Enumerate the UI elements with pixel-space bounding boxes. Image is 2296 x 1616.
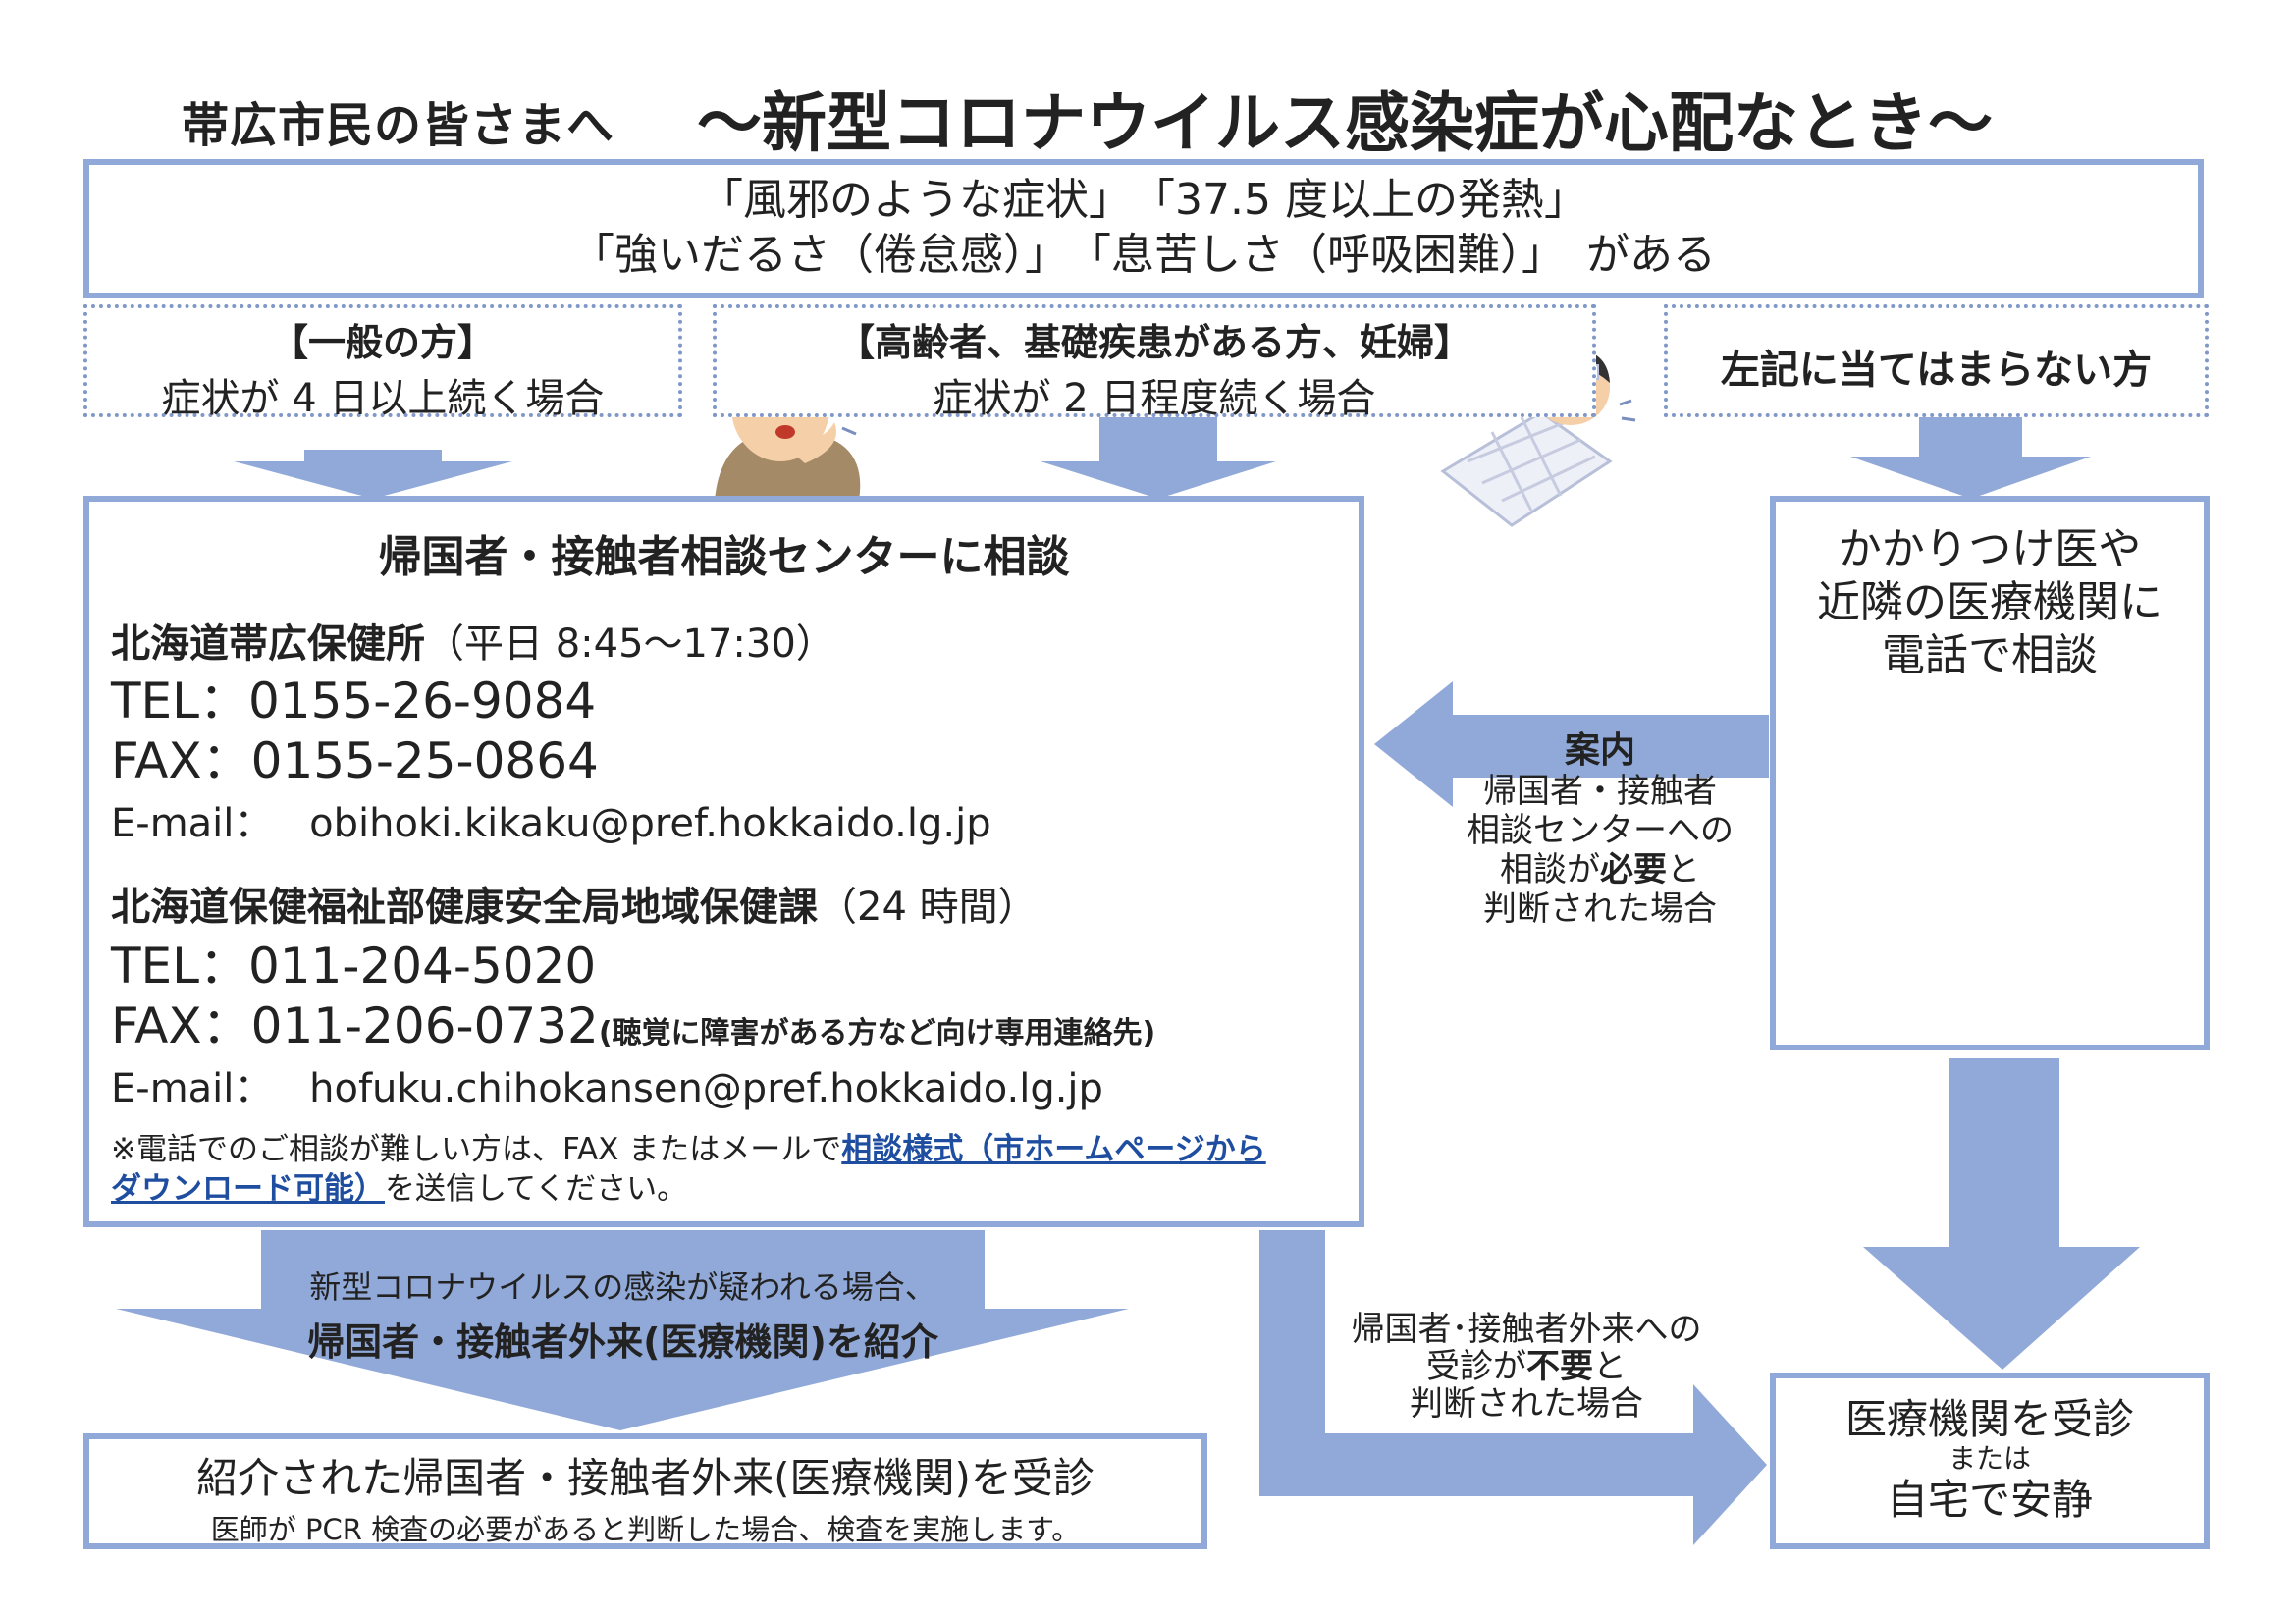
final-line-2: または <box>1948 1442 2031 1475</box>
guide-line-3-post: と <box>1667 850 1700 889</box>
referral-line-1: 新型コロナウイルスの感染が疑われる場合、 <box>309 1268 936 1306</box>
form-link-2[interactable]: ダウンロード可能） <box>111 1171 385 1207</box>
office2-hours: （24 時間） <box>818 885 1038 930</box>
form-link-1[interactable]: 相談様式（市ホームページから <box>841 1132 1266 1167</box>
note-suffix: を送信してください。 <box>385 1171 688 1207</box>
category-other: 左記に当てはまらない方 <box>1664 304 2209 417</box>
not-needed-line-2-post: と <box>1593 1347 1627 1386</box>
final-line-1: 医療機関を受診 <box>1844 1395 2134 1443</box>
guide-line-1: 帰国者・接触者 <box>1483 772 1717 811</box>
note-prefix: ※電話でのご相談が難しい方は、FAX またはメールで <box>111 1132 842 1167</box>
office1-name: 北海道帯広保健所 <box>111 621 425 667</box>
not-needed-line-2-bold: 不要 <box>1526 1347 1593 1386</box>
outpatient-note: 医師が PCR 検査の必要があると判断した場合、検査を実施します。 <box>210 1513 1081 1546</box>
guide-line-4: 判断された場合 <box>1483 889 1717 929</box>
doctor-line-3: 電話で相談 <box>1882 630 2098 680</box>
office1-email[interactable]: obihoki.kikaku@pref.hokkaido.lg.jp <box>309 801 991 846</box>
office1-email-label: E-mail： <box>111 801 274 846</box>
office2-tel: TEL：011-204-5020 <box>111 938 597 995</box>
outpatient-title: 紹介された帰国者・接触者外来(医療機関)を受診 <box>196 1454 1095 1502</box>
doctor-line-1: かかりつけ医や <box>1838 524 2142 574</box>
final-box: 医療機関を受診 または 自宅で安静 <box>1770 1373 2210 1549</box>
not-needed-line-2-pre: 受診が <box>1426 1347 1526 1386</box>
office1-tel: TEL：0155-26-9084 <box>111 673 597 729</box>
doctor-line-2: 近隣の医療機関に <box>1817 577 2163 627</box>
office2-fax: FAX：011-206-0732 <box>111 997 599 1054</box>
category-high-risk: 【高齢者、基礎疾患がある方、妊婦】 症状が 2 日程度続く場合 <box>713 304 1596 421</box>
arrow-doctor-down <box>1863 1058 2140 1370</box>
not-needed-line-1: 帰国者･接触者外来への <box>1351 1310 1702 1349</box>
outpatient-box: 紹介された帰国者・接触者外来(医療機関)を受診 医師が PCR 検査の必要がある… <box>83 1433 1207 1549</box>
office1-hours: （平日 8:45～17:30） <box>425 621 835 667</box>
arrow-not-needed <box>1259 1230 1767 1545</box>
arrow-general-down <box>234 450 512 499</box>
not-needed-text: 帰国者･接触者外来への 受診が不要と 判断された場合 <box>1330 1311 1723 1423</box>
category-general: 【一般の方】 症状が 4 日以上続く場合 <box>83 304 682 421</box>
symptoms-box: 「風邪のような症状」 「37.5 度以上の発熱」 「強いだるさ（倦怠感）」 「息… <box>83 159 2204 298</box>
guide-label: 案内 <box>1564 730 1635 771</box>
not-needed-line-3: 判断された場合 <box>1410 1384 1643 1424</box>
arrow-other-down <box>1850 417 2091 499</box>
guide-line-2: 相談センターへの <box>1467 811 1734 850</box>
office2-email[interactable]: hofuku.chihokansen@pref.hokkaido.lg.jp <box>309 1066 1103 1111</box>
final-line-3: 自宅で安静 <box>1886 1476 2093 1524</box>
office1-fax: FAX：0155-25-0864 <box>111 732 599 789</box>
referral-line-2: 帰国者・接触者外来(医療機関)を紹介 <box>307 1320 938 1364</box>
arrow-elderly-down <box>1041 417 1276 499</box>
office2-name: 北海道保健福祉部健康安全局地域保健課 <box>111 885 818 930</box>
office2-fax-note: (聴覚に障害がある方など向け専用連絡先) <box>598 1016 1156 1050</box>
category-general-text: 症状が 4 日以上続く場合 <box>161 376 605 421</box>
category-high-risk-heading: 【高齢者、基礎疾患がある方、妊婦】 <box>836 321 1471 364</box>
office2-email-label: E-mail： <box>111 1066 274 1111</box>
arrow-guide-left <box>1374 681 1769 807</box>
doctor-consult-box: かかりつけ医や 近隣の医療機関に 電話で相談 <box>1770 496 2210 1050</box>
consultation-center-box: 帰国者・接触者相談センターに相談 北海道帯広保健所（平日 8:45～17:30）… <box>83 496 1364 1227</box>
title-right: ～新型コロナウイルス感染症が心配なとき～ <box>697 85 1993 161</box>
category-other-heading: 左記に当てはまらない方 <box>1720 348 2153 393</box>
arrow-referral-down <box>116 1230 1129 1430</box>
category-high-risk-text: 症状が 2 日程度続く場合 <box>933 376 1376 421</box>
guide-line-3-bold: 必要 <box>1600 850 1667 889</box>
symptoms-line-1: 「風邪のような症状」 「37.5 度以上の発熱」 <box>700 175 1587 225</box>
guide-line-3-pre: 相談が <box>1500 850 1600 889</box>
center-heading: 帰国者・接触者相談センターに相談 <box>378 532 1070 582</box>
symptoms-line-2: 「強いだるさ（倦怠感）」 「息苦しさ（呼吸困難）」 がある <box>571 230 1716 280</box>
title-left: 帯広市民の皆さまへ <box>182 98 615 153</box>
guide-text: 帰国者・接触者 相談センターへの 相談が必要と 判断された場合 <box>1443 772 1757 929</box>
center-note: ※電話でのご相談が難しい方は、FAX またはメールで相談様式（市ホームページから… <box>111 1130 1348 1209</box>
category-general-heading: 【一般の方】 <box>270 321 495 364</box>
